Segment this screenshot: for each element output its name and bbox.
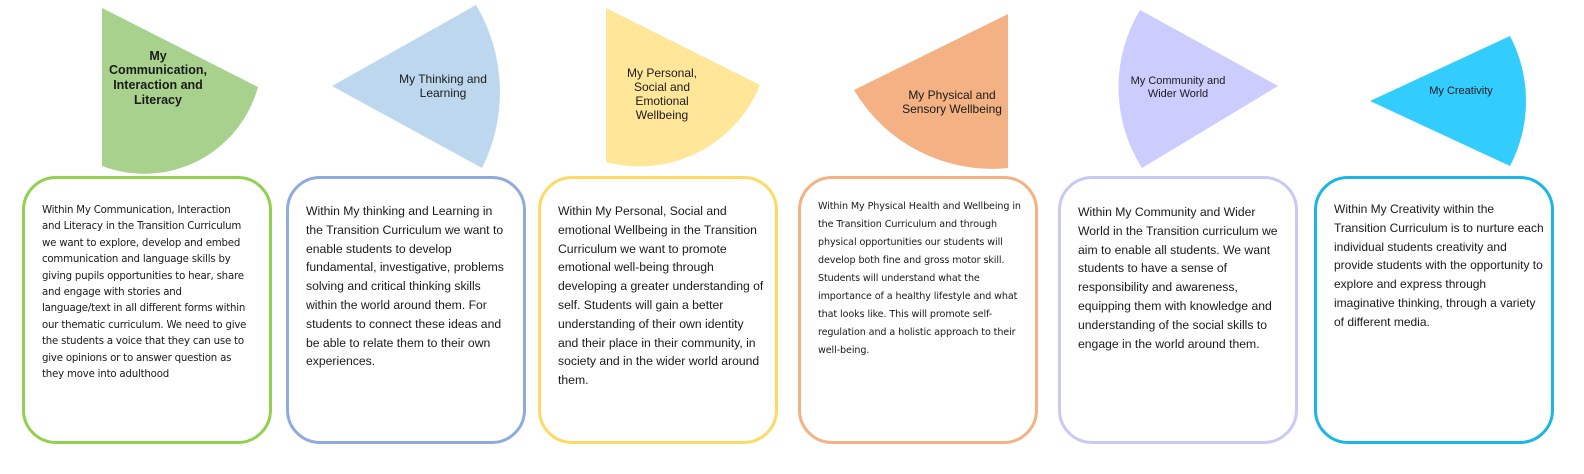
- personal-wedge: [606, 8, 760, 167]
- area-personal-social: My Personal, Social and Emotional Wellbe…: [530, 0, 790, 474]
- communication-box: [22, 176, 272, 444]
- area-physical-sensory: My Physical and Sensory Wellbeing Within…: [790, 0, 1050, 474]
- thinking-wedge-shape: [332, 5, 500, 168]
- personal-wedge-shape: [606, 8, 760, 167]
- physical-description: Within My Physical Health and Wellbeing …: [818, 201, 1021, 356]
- area-thinking-learning: My Thinking and Learning Within My think…: [280, 0, 540, 474]
- community-description: Within My Community and Wider World in t…: [1078, 205, 1278, 351]
- community-box: [1058, 176, 1298, 444]
- community-wedge-shape: [1118, 10, 1278, 168]
- personal-box: [538, 176, 778, 444]
- communication-wedge: [102, 8, 258, 174]
- thinking-title: My Thinking and Learning: [399, 71, 487, 100]
- thinking-description: Within My thinking and Learning in the T…: [306, 204, 504, 369]
- personal-title: My Personal, Social and Emotional Wellbe…: [626, 65, 698, 123]
- creativity-title: My Creativity: [1429, 84, 1493, 97]
- creativity-box: [1314, 176, 1554, 444]
- physical-box: [798, 176, 1038, 444]
- physical-wedge-shape: [854, 14, 1008, 169]
- communication-description: Within My Communication, Interaction and…: [42, 205, 247, 381]
- community-wedge: [1118, 10, 1278, 168]
- creativity-wedge: [1370, 36, 1527, 166]
- community-title: My Community and Wider World: [1130, 75, 1226, 100]
- thinking-wedge: [332, 5, 500, 168]
- personal-description: Within My Personal, Social and emotional…: [558, 204, 764, 388]
- physical-title: My Physical and Sensory Wellbeing: [902, 87, 1002, 116]
- communication-wedge-shape: [102, 8, 258, 174]
- physical-wedge: [854, 14, 1008, 169]
- area-creativity: My Creativity Within My Creativity withi…: [1310, 0, 1584, 474]
- communication-title: My Communication, Interaction and Litera…: [109, 48, 207, 107]
- area-communication: My Communication, Interaction and Litera…: [0, 0, 280, 474]
- creativity-wedge-shape: [1370, 36, 1527, 166]
- creativity-description: Within My Creativity within the Transiti…: [1334, 202, 1544, 329]
- thinking-box: [286, 176, 526, 444]
- area-community: My Community and Wider World Within My C…: [1050, 0, 1310, 474]
